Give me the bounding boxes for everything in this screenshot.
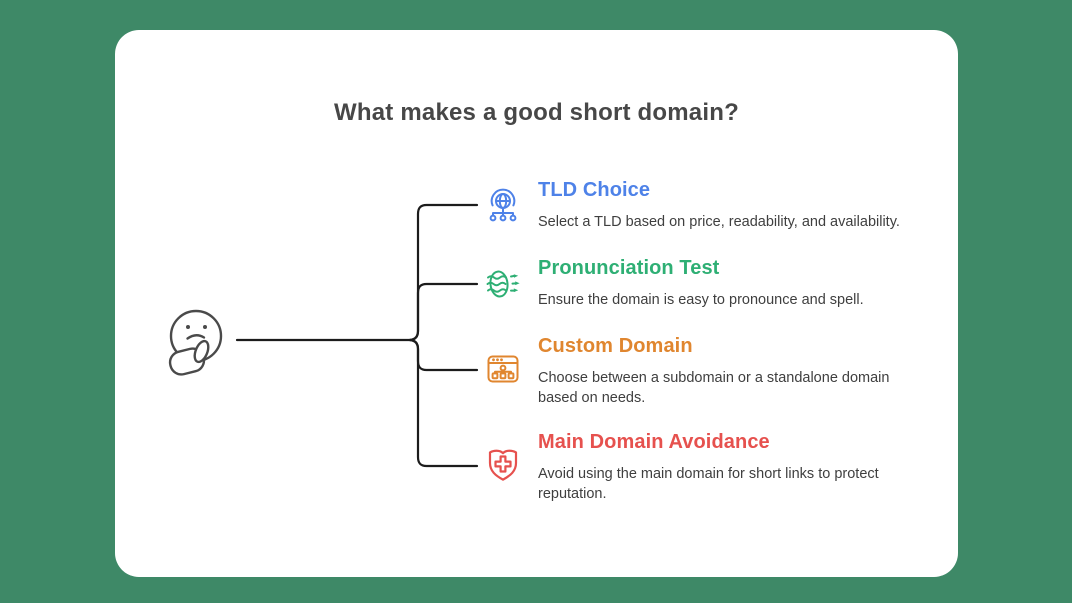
item-title: Custom Domain — [538, 335, 693, 357]
item-description: Select a TLD based on price, readability… — [538, 213, 900, 233]
speech-waves-icon — [484, 265, 522, 303]
mindmap-item-pronunciation-test: Pronunciation Test Ensure the domain is … — [484, 256, 864, 311]
page-title: What makes a good short domain? — [334, 99, 739, 126]
browser-sitemap-icon — [484, 350, 522, 388]
item-description: Choose between a subdomain or a standalo… — [538, 369, 889, 408]
mindmap-item-main-domain-avoidance: Main Domain Avoidance Avoid using the ma… — [484, 430, 879, 504]
item-description-line: Select a TLD based on price, readability… — [538, 214, 900, 230]
mindmap-item-tld-choice: TLD Choice Select a TLD based on price, … — [484, 178, 900, 233]
item-title: Pronunciation Test — [538, 257, 720, 279]
globe-network-icon — [484, 187, 522, 225]
shield-cross-icon — [484, 446, 522, 484]
item-description-line: Choose between a subdomain or a standalo… — [538, 370, 890, 386]
item-description-line: Avoid using the main domain for short li… — [538, 466, 879, 482]
item-description-line: Ensure the domain is easy to pronounce a… — [538, 292, 864, 308]
infographic-card — [115, 30, 958, 577]
item-description: Ensure the domain is easy to pronounce a… — [538, 291, 864, 311]
item-title: Main Domain Avoidance — [538, 431, 770, 453]
item-description-line: reputation. — [538, 485, 607, 502]
mindmap-item-custom-domain: Custom Domain Choose between a subdomain… — [484, 334, 889, 408]
item-description: Avoid using the main domain for short li… — [538, 465, 879, 504]
item-description-line: based on needs. — [538, 389, 646, 406]
item-title: TLD Choice — [538, 179, 651, 201]
